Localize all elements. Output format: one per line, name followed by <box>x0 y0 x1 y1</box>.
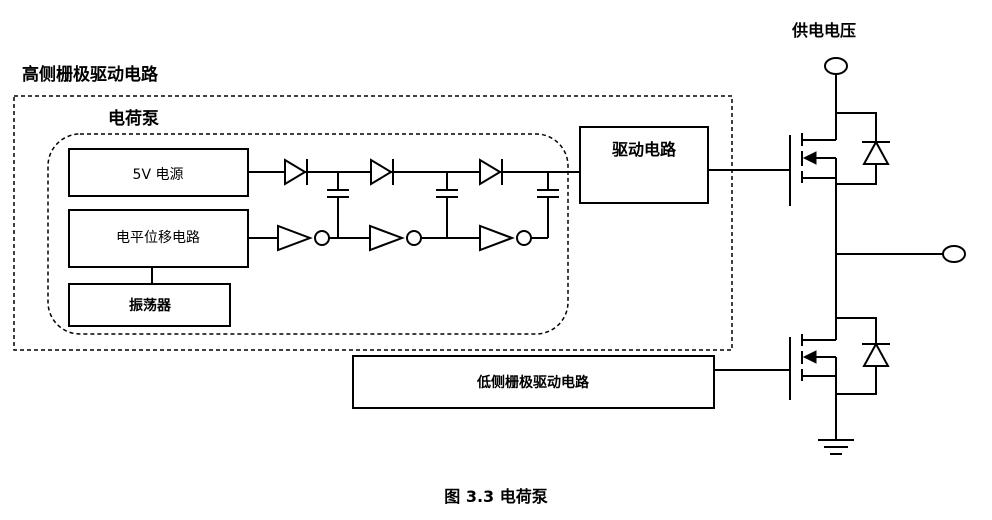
driver-circuit-block <box>579 126 709 204</box>
inverter-chain <box>248 224 548 252</box>
inverter-3-bubble <box>516 230 532 246</box>
low-side-driver-block <box>352 355 715 409</box>
high-side-driver-boundary <box>13 95 733 351</box>
power-5v-label: 5V 电源 <box>133 167 184 183</box>
high-side-driver-label: 高侧栅极驱动电路 <box>22 64 159 85</box>
low-body-diode <box>862 341 890 367</box>
supply-terminal <box>824 57 848 75</box>
diode-2 <box>370 158 393 186</box>
oscillator-label: 振荡器 <box>129 297 172 314</box>
diode-chain <box>248 158 580 186</box>
supply-voltage-label: 供电电压 <box>791 21 856 40</box>
diode-3 <box>479 158 502 186</box>
inverter-1-bubble <box>314 230 330 246</box>
charge-pump-label: 电荷泵 <box>108 108 159 129</box>
output-terminal <box>942 245 966 263</box>
level-shift-label: 电平位移电路 <box>116 230 200 246</box>
inverter-3 <box>479 224 515 252</box>
driver-circuit-label: 驱动电路 <box>612 140 677 159</box>
ground-icon <box>818 439 854 455</box>
level-shift-block <box>68 209 249 268</box>
diode-1 <box>284 158 307 186</box>
figure-caption: 图 3.3 电荷泵 <box>444 487 548 506</box>
low-side-driver-label: 低侧栅极驱动电路 <box>476 374 590 391</box>
high-body-diode <box>862 139 890 165</box>
charge-pump-boundary <box>47 133 569 335</box>
oscillator-block <box>68 283 231 327</box>
inverter-1 <box>277 224 313 252</box>
inverter-2 <box>369 224 405 252</box>
pump-capacitors <box>327 172 559 238</box>
high-side-mosfet <box>789 112 890 300</box>
inverter-2-bubble <box>406 230 422 246</box>
low-side-mosfet <box>789 300 890 440</box>
